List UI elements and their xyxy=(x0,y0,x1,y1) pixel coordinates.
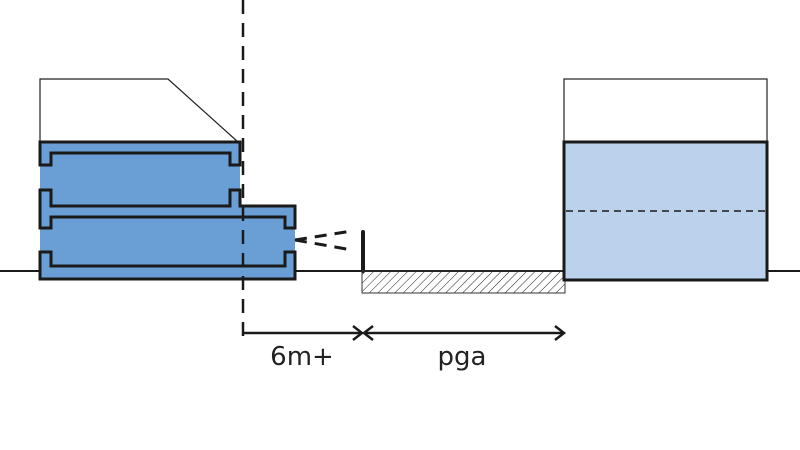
roof-envelope-left xyxy=(39,78,239,143)
dimension-pga xyxy=(361,325,567,341)
existing-building xyxy=(38,140,297,281)
pga-label: pga xyxy=(437,342,487,372)
garden-area-hatch xyxy=(361,270,566,294)
sight-line-lower xyxy=(294,238,353,252)
dimension-6m xyxy=(243,325,365,341)
setback-distance-label: 6m+ xyxy=(270,342,334,372)
new-building xyxy=(562,78,769,282)
sight-line-upper xyxy=(294,229,353,242)
